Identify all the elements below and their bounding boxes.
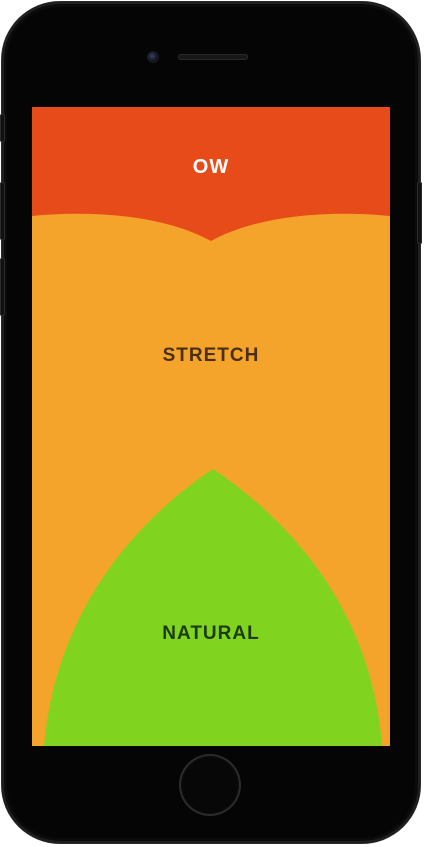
mute-switch [0,114,5,142]
home-button[interactable] [179,754,241,816]
ow-zone-fill [32,107,390,241]
front-camera [148,52,158,62]
natural-zone-fill [44,469,382,746]
earpiece-speaker [178,54,248,60]
phone-screen: OW STRETCH NATURAL [32,107,390,746]
volume-down-button [0,258,5,316]
power-button [417,182,422,244]
volume-up-button [0,182,5,240]
zones-graphic [32,107,390,746]
